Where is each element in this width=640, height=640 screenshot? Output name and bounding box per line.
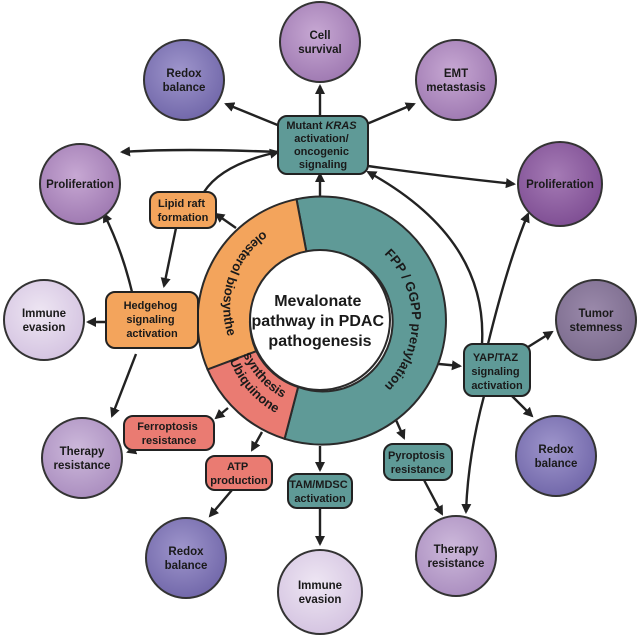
node-pyroptosis: Pyroptosis resistance — [383, 443, 453, 481]
svg-text:Lipid raft formation: Lipid raft formation — [158, 198, 209, 224]
node-kras-box — [277, 115, 369, 175]
node-tam-box — [287, 473, 353, 509]
svg-text:Ferroptosis resistance: Ferroptosis resistance — [137, 421, 201, 447]
arrow-center-to-ferroptosis — [214, 407, 229, 420]
node-lipid-raft-box — [149, 191, 217, 229]
node-pyroptosis-box — [383, 443, 453, 481]
svg-text:Proliferation: Proliferation — [526, 179, 594, 191]
arrow-yap-to-kras — [366, 170, 484, 345]
svg-text:Pyroptosis resistance: Pyroptosis resistance — [388, 450, 448, 476]
arrow-hedgehog-to-proliferation-left — [102, 212, 134, 293]
node-atp: ATP production — [205, 455, 273, 491]
arrow-yap-to-proliferation-right — [486, 212, 530, 345]
ring-segment-prenylation — [283, 195, 447, 446]
node-yap-taz: YAP/TAZ signaling activation — [463, 343, 531, 397]
node-mutant-kras: Mutant KRAS activation/ oncogenic signal… — [277, 115, 369, 175]
arrow-kras-to-proliferation-left — [119, 146, 279, 157]
node-hedgehog-box — [105, 291, 199, 349]
svg-text:YAP/TAZ signaling: YAP/TAZ signaling activation — [471, 352, 523, 392]
arrow-center-to-atp — [250, 431, 264, 452]
arrow-kras-to-redox-top — [224, 102, 281, 128]
outcome-proliferation-left: Proliferation — [39, 143, 121, 225]
node-yap-box — [463, 343, 531, 397]
arrow-lipid-raft-to-kras — [202, 148, 280, 193]
svg-text:Hedgehog signaling: Hedgehog signaling activation — [124, 300, 181, 340]
arrow-kras-to-proliferation-right — [367, 164, 517, 189]
arrow-hedgehog-to-therapy-left — [110, 353, 138, 418]
node-hedgehog: Hedgehog signaling activation — [105, 291, 199, 349]
arrow-center-to-lipid-raft — [214, 212, 237, 229]
outcome-proliferation-right: Proliferation — [517, 141, 603, 227]
svg-text:ATP production: ATP production — [210, 461, 268, 487]
center-title: Mevalonate pathway in PDAC pathogenesis — [252, 293, 389, 350]
svg-text:Mutant KRAS activation: Mutant KRAS activation/ oncogenic signal… — [286, 120, 359, 171]
arrow-atp-to-redox-bottom — [208, 489, 233, 518]
arrow-kras-to-emt — [361, 102, 416, 128]
kras-label-gene: KRAS — [325, 120, 357, 132]
svg-text:Proliferation: Proliferation — [46, 179, 114, 191]
node-ferroptosis-box — [123, 415, 215, 451]
node-tam-mdsc: TAM/MDSC activation — [287, 473, 353, 509]
arrow-pyroptosis-to-therapy-right — [422, 479, 444, 516]
arrow-yap-to-therapy-right — [461, 395, 486, 515]
node-atp-box — [205, 455, 273, 491]
node-ferroptosis: Ferroptosis resistance — [123, 415, 215, 451]
kras-label-prefix: Mutant — [286, 120, 325, 132]
arrow-center-to-pyroptosis — [394, 419, 406, 440]
arrow-lipid-raft-to-hedgehog — [160, 227, 178, 288]
node-lipid-raft: Lipid raft formation — [149, 191, 217, 229]
intermediate-nodes: Mutant KRAS activation/ oncogenic signal… — [105, 115, 531, 509]
svg-text:TAM/MDSC activation: TAM/MDSC activation — [289, 479, 351, 505]
center-circle — [249, 249, 391, 391]
